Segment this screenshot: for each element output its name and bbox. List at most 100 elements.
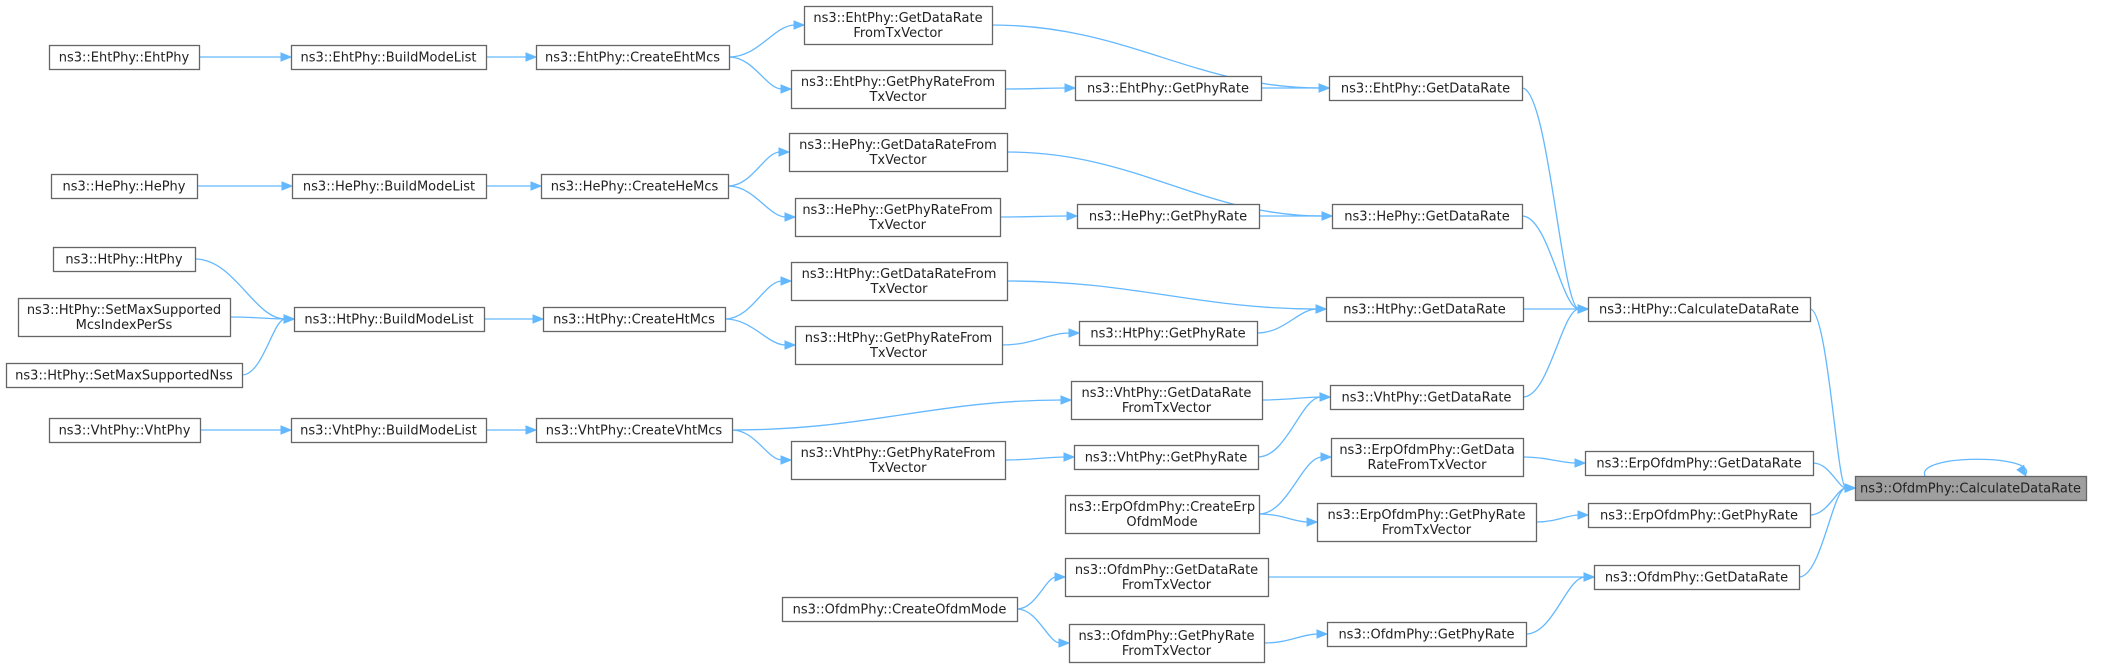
edge-line [1016, 576, 1057, 610]
node-he-ctor[interactable]: ns3::HePhy::HePhy [50, 173, 199, 200]
node-box [1587, 296, 1812, 323]
node-erp-getdr[interactable]: ns3::ErpOfdmPhy::GetDataRate [1584, 450, 1815, 477]
node-box [1076, 203, 1261, 230]
edge-line [728, 56, 783, 90]
edge-he_getphy-to-he_getdr [1258, 211, 1334, 221]
node-he-create[interactable]: ns3::HePhy::CreateHeMcs [540, 173, 730, 200]
node-label: ns3::HePhy::GetDataRateFrom [799, 138, 997, 153]
edge-arrowhead [1844, 483, 1857, 493]
node-he-getdr[interactable]: ns3::HePhy::GetDataRate [1331, 203, 1524, 230]
node-box [50, 173, 199, 200]
edge-ofdm_getphy-to-ofdm_getdr [1525, 572, 1596, 635]
node-label: FromTxVector [1122, 644, 1212, 659]
node-eht-getphy[interactable]: ns3::EhtPhy::GetPhyRate [1074, 75, 1263, 102]
node-ht-build[interactable]: ns3::HtPhy::BuildModeList [293, 306, 486, 333]
node-ht-setnss[interactable]: ns3::HtPhy::SetMaxSupportedNss [5, 362, 244, 389]
edge-line [1522, 308, 1580, 398]
node-eht-build[interactable]: ns3::EhtPhy::BuildModeList [290, 44, 488, 71]
node-label: FromTxVector [853, 26, 943, 41]
node-ofdm-create[interactable]: ns3::OfdmPhy::CreateOfdmMode [781, 596, 1019, 623]
edge-arrowhead [1574, 458, 1587, 468]
node-label: TxVector [869, 282, 928, 297]
node-ofdm-calc[interactable]: ns3::OfdmPhy::CalculateDataRate [1854, 475, 2088, 502]
node-ht-getdr[interactable]: ns3::HtPhy::GetDataRate [1325, 296, 1525, 323]
edge-eht_getdr-to-ht_calc [1521, 87, 1590, 314]
node-vht-create[interactable]: ns3::VhtPhy::CreateVhtMcs [535, 417, 734, 444]
node-eht-ctor[interactable]: ns3::EhtPhy::EhtPhy [48, 44, 201, 71]
node-vht-ctor[interactable]: ns3::VhtPhy::VhtPhy [48, 417, 202, 444]
node-box [803, 5, 994, 46]
edge-arrowhead [1318, 83, 1331, 93]
edge-arrowhead [1060, 395, 1073, 405]
edge-line [1004, 456, 1066, 461]
node-label: ns3::EhtPhy::CreateEhtMcs [545, 51, 720, 66]
node-erp-getphy[interactable]: ns3::ErpOfdmPhy::GetPhyRate [1587, 502, 1812, 529]
node-box [1584, 450, 1815, 477]
node-box [790, 69, 1007, 110]
node-label: ns3::HePhy::HePhy [63, 180, 186, 195]
node-label: ns3::OfdmPhy::GetPhyRate [1078, 629, 1254, 644]
node-label: ns3::OfdmPhy::GetDataRate [1075, 563, 1258, 578]
edge-arrowhead [1064, 83, 1077, 93]
node-label: ns3::EhtPhy::GetPhyRateFrom [801, 75, 995, 90]
node-vht-getphy[interactable]: ns3::VhtPhy::GetPhyRate [1073, 444, 1260, 471]
node-label: ns3::ErpOfdmPhy::GetPhyRate [1600, 509, 1798, 524]
edge-arrowhead [280, 52, 293, 62]
node-ht-ctor[interactable]: ns3::HtPhy::HtPhy [52, 246, 197, 273]
edge-vht_ctor-to-vht_build [200, 425, 293, 435]
node-eht-getdr[interactable]: ns3::EhtPhy::GetDataRate [1328, 75, 1524, 102]
node-box [1316, 502, 1538, 543]
edge-line [1006, 280, 1318, 310]
edge-arrowhead [784, 340, 797, 350]
node-ht-getphy[interactable]: ns3::HtPhy::GetPhyRate [1078, 320, 1259, 347]
edge-erp_create-to-erp_getdr_tx [1258, 452, 1333, 515]
node-label: ns3::OfdmPhy::CalculateDataRate [1860, 482, 2081, 497]
node-ht-calc[interactable]: ns3::HtPhy::CalculateDataRate [1587, 296, 1812, 323]
edge-arrowhead [793, 20, 806, 30]
node-label: ns3::HePhy::BuildModeList [303, 180, 475, 195]
node-he-getphy[interactable]: ns3::HePhy::GetPhyRate [1076, 203, 1261, 230]
node-ht-create[interactable]: ns3::HtPhy::CreateHtMcs [542, 306, 727, 333]
node-label: ns3::HtPhy::SetMaxSupported [27, 303, 221, 318]
edge-ofdm_getdr_tx-to-ofdm_getdr [1268, 572, 1596, 582]
edge-ht_build-to-ht_create [483, 314, 545, 324]
node-box [1068, 623, 1266, 664]
edge-arrowhead [530, 181, 543, 191]
node-vht-getdr[interactable]: ns3::VhtPhy::GetDataRate [1329, 384, 1525, 411]
node-label: ns3::HtPhy::HtPhy [65, 253, 182, 268]
edge-arrowhead [780, 276, 793, 286]
node-vht-build[interactable]: ns3::VhtPhy::BuildModeList [290, 417, 488, 444]
node-box [1587, 502, 1812, 529]
edge-line [724, 280, 783, 320]
node-ofdm-getdr[interactable]: ns3::OfdmPhy::GetDataRate [1593, 564, 1801, 591]
edge-arrowhead [1316, 629, 1329, 639]
edge-line [1257, 396, 1322, 458]
edge-he_ctor-to-he_build [197, 181, 294, 191]
node-he-build[interactable]: ns3::HePhy::BuildModeList [291, 173, 488, 200]
edge-line [1256, 308, 1318, 334]
edge-arrowhead [1068, 328, 1081, 338]
node-label: ns3::HePhy::GetDataRate [1344, 210, 1509, 225]
edge-ht_getphy-to-ht_getdr [1256, 304, 1328, 334]
edge-line [999, 215, 1069, 218]
edge-eht_build-to-eht_create [486, 52, 538, 62]
node-label: ns3::HtPhy::GetPhyRateFrom [805, 331, 992, 346]
node-box [790, 261, 1009, 302]
edge-line [1525, 576, 1586, 635]
node-ofdm-getphy[interactable]: ns3::OfdmPhy::GetPhyRate [1326, 621, 1528, 648]
node-eht-create[interactable]: ns3::EhtPhy::CreateEhtMcs [535, 44, 731, 71]
